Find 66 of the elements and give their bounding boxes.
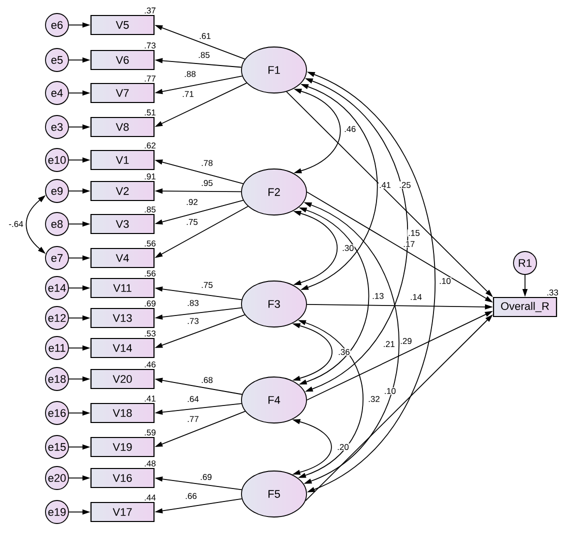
value-label: .48 (144, 460, 156, 466)
edge-label: .36 (338, 348, 351, 356)
value-label: .51 (144, 110, 156, 116)
edge-label: .14 (410, 293, 423, 301)
value-label: .59 (144, 429, 156, 436)
variable-box: V19 (90, 436, 155, 458)
value-label: .85 (144, 206, 156, 212)
variable-box: V2 (90, 180, 155, 202)
variable-box: V6 (90, 50, 155, 70)
edge-label: .71 (182, 90, 195, 98)
edge-label: .75 (200, 281, 214, 289)
variable-box: V20 (90, 368, 155, 390)
variable-box: Overall_R (492, 296, 558, 318)
value-label: .77 (144, 76, 156, 82)
edge-label: .83 (186, 299, 200, 307)
variable-box: V8 (90, 116, 155, 138)
value-label: .56 (144, 270, 156, 276)
edge-label: .10 (384, 387, 397, 395)
value-label: .41 (144, 396, 156, 402)
edge-label: .66 (184, 492, 198, 500)
value-label: .56 (144, 240, 156, 246)
edge-label: .41 (378, 181, 392, 189)
value-label: .37 (144, 7, 156, 14)
variable-box: V11 (90, 278, 155, 298)
variable-box: V13 (90, 308, 155, 328)
edge-label: .32 (368, 395, 381, 403)
variable-box: V7 (90, 82, 155, 104)
edge-label: .13 (372, 292, 385, 300)
edge-label: .17 (402, 240, 416, 248)
edge-label: .78 (200, 159, 214, 167)
edge-label: .15 (408, 229, 421, 237)
edge-label: .29 (400, 337, 413, 345)
edge-label: .95 (200, 179, 214, 187)
value-label: .73 (144, 42, 156, 48)
edge-label: .46 (344, 125, 357, 133)
edge-label: .61 (198, 32, 212, 40)
edge-label: .21 (382, 340, 396, 348)
variable-box: V4 (90, 248, 155, 268)
edge-label: .64 (186, 395, 200, 403)
value-label: .44 (144, 494, 156, 500)
variable-box: V17 (90, 502, 155, 522)
edge-label: .73 (186, 317, 200, 325)
value-label: .53 (144, 330, 156, 336)
variable-box: V18 (90, 402, 155, 424)
variable-box: V16 (90, 468, 155, 488)
edge-label: .10 (438, 277, 452, 285)
edge-label: .88 (184, 70, 197, 78)
edge-label: .30 (342, 244, 355, 252)
value-label: .91 (144, 173, 156, 180)
variable-box: V1 (90, 150, 155, 170)
variable-box: V5 (90, 14, 155, 36)
value-label: .62 (144, 142, 156, 148)
edge-label: .25 (398, 181, 412, 189)
value-label: .69 (144, 300, 156, 306)
edge-label: -.64 (8, 220, 24, 228)
value-label: .33 (547, 289, 558, 296)
edge-label: .85 (198, 51, 210, 59)
edge-label: .92 (186, 198, 199, 206)
variable-box: V14 (90, 338, 155, 358)
edge-label: .75 (186, 218, 199, 226)
edge-label: .20 (336, 443, 350, 451)
edge-label: .69 (200, 473, 213, 481)
variable-box: V3 (90, 214, 155, 234)
value-label: .46 (144, 361, 156, 368)
edge-label: .68 (200, 376, 214, 384)
edge-label: .77 (186, 415, 200, 423)
